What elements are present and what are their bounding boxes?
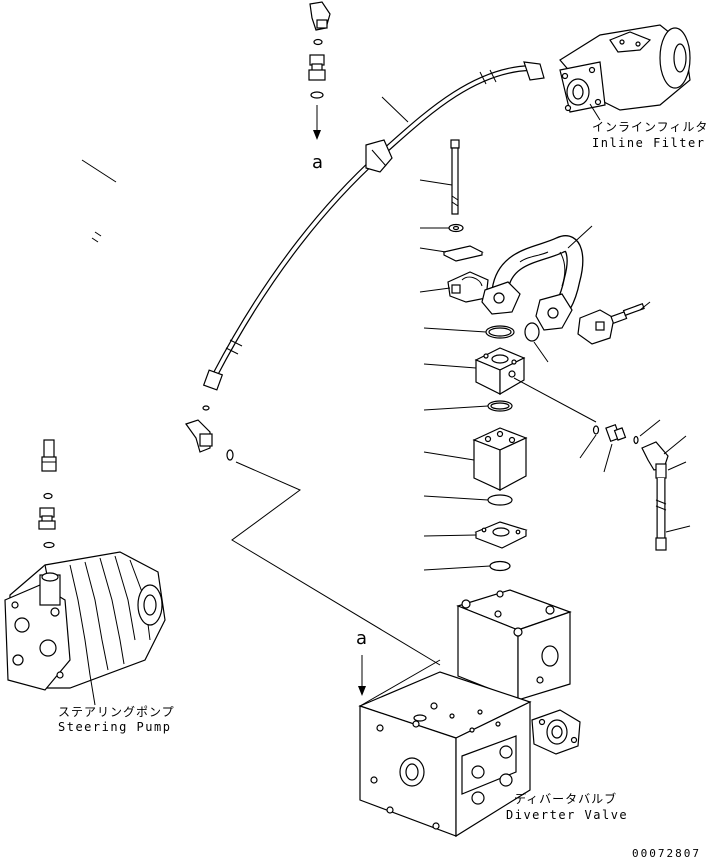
- leader-pump: [89, 674, 96, 706]
- diverter-valve: [358, 589, 581, 838]
- drain-hose: [655, 478, 667, 551]
- leader-adapter: [423, 363, 477, 369]
- leader-bolt: [419, 179, 453, 186]
- diverter-valve-label-jp: ディバータバルブ: [514, 791, 617, 806]
- drawing-number: 00072807: [632, 847, 701, 860]
- pump-pressure-hose: [41, 1, 331, 472]
- connector-top: [308, 54, 326, 81]
- pump-connector: [38, 507, 56, 530]
- leader-valve-input: [359, 659, 441, 707]
- o-ring: [310, 91, 324, 99]
- arrow-to-a-bottom: a: [356, 628, 367, 696]
- leader-o-ring-2: [533, 341, 549, 363]
- small-o-ring: [592, 425, 600, 435]
- steering-pump: [4, 551, 166, 691]
- leader-spacer: [423, 451, 475, 461]
- connection-line: [231, 461, 441, 666]
- leader-o-ring-1: [423, 327, 487, 333]
- leader-drain-hose-2: [665, 525, 691, 533]
- leader-small-o-ring: [579, 434, 597, 459]
- leader-split-flange: [419, 287, 451, 293]
- leader-o-ring-5: [423, 565, 491, 571]
- filter-supply-hose: [202, 61, 545, 391]
- leader-drain-hose-1: [667, 461, 687, 471]
- elbow-fitting-right: [641, 441, 669, 479]
- leader-small-washer: [639, 419, 661, 437]
- o-ring-flange: [485, 325, 515, 339]
- o-ring: [226, 449, 234, 461]
- leader-hose-left: [81, 159, 117, 183]
- leader-hose-middle: [381, 96, 409, 123]
- steering-pump-label-jp: ステアリングポンプ: [58, 705, 175, 719]
- tube-assembly: [481, 235, 584, 331]
- o-ring: [43, 541, 55, 549]
- ref-a-bottom: a: [356, 628, 367, 649]
- elbow-fitting-left: [185, 419, 213, 453]
- split-flange-half-2: [577, 309, 615, 345]
- leader-bolt-side: [639, 301, 651, 311]
- seal-ring: [313, 38, 323, 46]
- o-ring-adapter: [487, 400, 513, 412]
- adapter-block: [474, 347, 526, 396]
- leader-adapter-port: [513, 377, 597, 423]
- arrow-to-a-top: a: [312, 105, 323, 173]
- leader-elbow-right: [663, 435, 687, 455]
- leader-filter: [589, 103, 601, 121]
- spacer-block: [472, 427, 528, 492]
- flange-plate: [474, 521, 528, 549]
- bolt-side: [610, 302, 645, 324]
- leader-flange-plate: [423, 534, 477, 537]
- o-ring-flange-plate: [489, 560, 511, 572]
- diverter-valve-label-en: Diverter Valve: [506, 808, 628, 822]
- seal-ring: [202, 405, 210, 411]
- o-ring-spacer: [487, 494, 513, 506]
- ref-a-top: a: [312, 152, 323, 173]
- small-washer: [633, 435, 639, 445]
- plate: [442, 245, 484, 262]
- inline-filter-label-jp: インラインフィルタ: [592, 120, 708, 134]
- split-flange-half: [447, 271, 489, 303]
- right-connector: [605, 423, 627, 443]
- leader-o-ring-3: [423, 405, 489, 411]
- washer: [448, 223, 464, 233]
- leader-o-ring-4: [423, 495, 489, 501]
- steering-pump-label-en: Steering Pump: [58, 720, 171, 734]
- o-ring-tube: [524, 322, 540, 342]
- bolt: [450, 139, 460, 215]
- inline-filter-label-en: Inline Filter: [592, 136, 705, 150]
- leader-plate: [419, 247, 447, 253]
- leader-right-connector: [603, 443, 613, 473]
- leader-tube: [567, 225, 593, 249]
- inline-filter: [559, 24, 691, 113]
- seal-ring: [43, 492, 53, 500]
